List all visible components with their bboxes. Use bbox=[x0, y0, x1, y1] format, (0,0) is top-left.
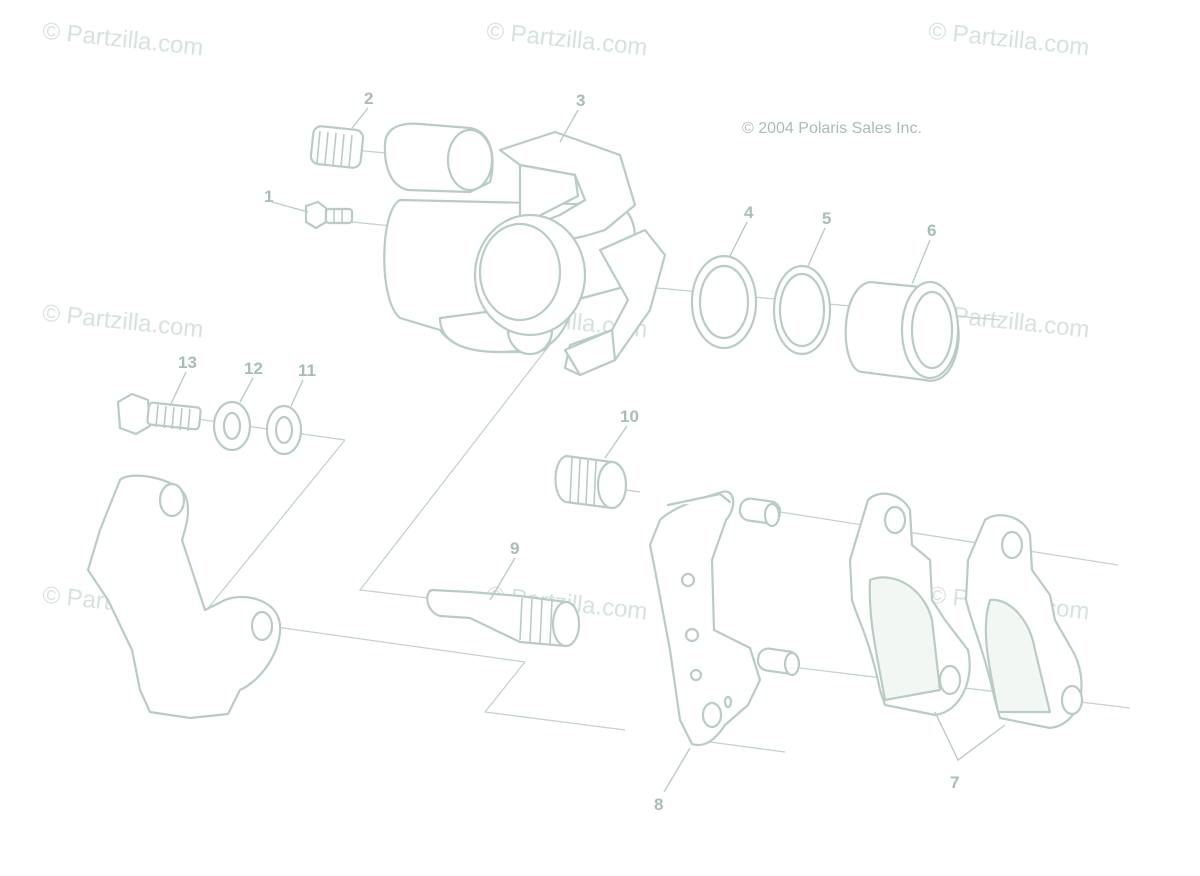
part-3-caliper-body bbox=[383, 122, 667, 377]
callout-10: 10 bbox=[620, 407, 639, 426]
callout-2: 2 bbox=[364, 89, 374, 108]
part-2-threaded-plug bbox=[309, 125, 365, 169]
callout-8: 8 bbox=[654, 795, 664, 814]
callout-1: 1 bbox=[264, 187, 274, 206]
callout-leaders bbox=[169, 107, 1006, 793]
callout-11: 11 bbox=[298, 361, 316, 380]
callout-5: 5 bbox=[822, 209, 832, 228]
copyright-notice: © 2004 Polaris Sales Inc. bbox=[742, 120, 922, 137]
part-7-brake-pads bbox=[848, 492, 1084, 730]
part-13-bolt bbox=[116, 392, 202, 436]
callout-6: 6 bbox=[927, 221, 937, 240]
part-10-threaded-sleeve bbox=[554, 454, 628, 510]
callout-7: 7 bbox=[950, 773, 960, 792]
callout-3: 3 bbox=[576, 91, 586, 110]
callout-4: 4 bbox=[744, 203, 754, 222]
callout-12: 12 bbox=[244, 359, 263, 378]
callout-9: 9 bbox=[510, 539, 520, 558]
part-6-piston bbox=[844, 280, 960, 382]
part-5-o-ring bbox=[772, 264, 832, 356]
part-1-bleeder-screw bbox=[304, 200, 354, 230]
callout-13: 13 bbox=[178, 353, 197, 372]
part-8-pad-plate bbox=[648, 490, 801, 747]
part-11-washer bbox=[265, 404, 303, 456]
part-9-slide-pin bbox=[426, 588, 581, 648]
mounting-bracket bbox=[86, 474, 282, 720]
part-4-seal bbox=[690, 254, 758, 350]
part-12-lock-washer bbox=[212, 400, 252, 452]
